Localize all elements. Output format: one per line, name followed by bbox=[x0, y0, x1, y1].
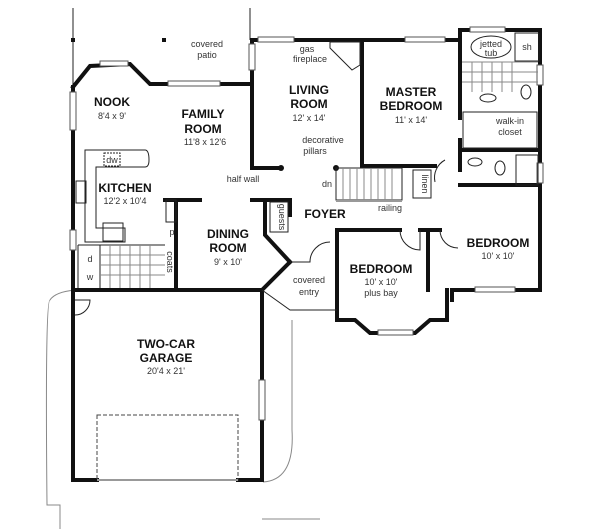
decorative-label: decorative bbox=[302, 135, 344, 145]
pillar-icon bbox=[278, 165, 284, 171]
family-name: FAMILY bbox=[182, 107, 225, 121]
down-label: dn bbox=[322, 179, 332, 189]
garage-door-outline bbox=[96, 414, 239, 481]
driveway-left-edge bbox=[45, 289, 76, 529]
kitchen-counters: dw p bbox=[75, 149, 177, 243]
jetted-label: jetted bbox=[479, 39, 502, 49]
foyer-name: FOYER bbox=[304, 207, 346, 221]
master-name-2: BEDROOM bbox=[380, 99, 443, 113]
guest-closet[interactable] bbox=[269, 201, 289, 233]
nook-name: NOOK bbox=[94, 95, 130, 109]
dryer-label: d bbox=[87, 254, 92, 264]
fireplace-icon bbox=[329, 41, 361, 71]
kitchen-dim: 12'2 x 10'4 bbox=[104, 196, 147, 206]
pantry-label: p bbox=[169, 227, 174, 237]
family-dim: 11'8 x 12'6 bbox=[184, 137, 226, 147]
gas-label: gas bbox=[300, 44, 315, 54]
garage-name: TWO-CAR bbox=[137, 337, 195, 351]
room-dining: DINING ROOM 9' x 10' bbox=[207, 227, 249, 267]
guests-label: guests bbox=[277, 204, 287, 231]
covered-entry: covered entry bbox=[293, 275, 325, 297]
railing-label: railing bbox=[378, 203, 402, 213]
room-kitchen: KITCHEN 12'2 x 10'4 bbox=[98, 181, 151, 206]
nook-dim: 8'4 x 9' bbox=[98, 111, 126, 121]
entry-label-2: entry bbox=[299, 287, 320, 297]
sink-icon bbox=[75, 180, 87, 204]
pillars-label: pillars bbox=[303, 146, 327, 156]
shower-label: sh bbox=[522, 42, 532, 52]
dining-name: DINING bbox=[207, 227, 249, 241]
kitchen-name: KITCHEN bbox=[98, 181, 151, 195]
room-master: MASTER BEDROOM 11' x 14' bbox=[380, 85, 443, 125]
patio-label: covered bbox=[191, 39, 223, 49]
room-living: LIVING ROOM 12' x 14' bbox=[289, 83, 329, 123]
patio-label-2: patio bbox=[197, 50, 217, 60]
laundry-area: d w coats bbox=[77, 244, 175, 288]
garage-dim: 20'4 x 21' bbox=[147, 366, 185, 376]
coats-label: coats bbox=[165, 251, 175, 273]
room-bedroom-2: BEDROOM 10' x 10' bbox=[467, 236, 530, 261]
washer-label: w bbox=[86, 272, 94, 282]
closet-label: closet bbox=[498, 127, 522, 137]
bedroom2-name: BEDROOM bbox=[467, 236, 530, 250]
master-dim: 11' x 14' bbox=[395, 115, 428, 125]
covered-entry-outline bbox=[261, 289, 337, 311]
covered-patio: covered patio bbox=[71, 8, 251, 85]
walkway-edge bbox=[262, 320, 293, 483]
entry-label: covered bbox=[293, 275, 325, 285]
room-nook: NOOK 8'4 x 9' bbox=[94, 95, 130, 121]
half-wall-label: half wall bbox=[227, 174, 260, 184]
bedroom1-name: BEDROOM bbox=[350, 262, 413, 276]
bedroom2-dim: 10' x 10' bbox=[482, 251, 515, 261]
garage-name-2: GARAGE bbox=[140, 351, 193, 365]
dining-dim: 9' x 10' bbox=[214, 257, 242, 267]
linen-label: linen bbox=[420, 174, 430, 193]
windows bbox=[69, 26, 544, 421]
linen-closet[interactable] bbox=[412, 169, 432, 199]
range-icon bbox=[102, 222, 124, 242]
living-dim: 12' x 14' bbox=[293, 113, 326, 123]
master-name: MASTER bbox=[386, 85, 437, 99]
living-name-2: ROOM bbox=[290, 97, 327, 111]
room-garage: TWO-CAR GARAGE 20'4 x 21' bbox=[137, 337, 195, 376]
dining-name-2: ROOM bbox=[209, 241, 246, 255]
bedroom1-dim: 10' x 10' bbox=[365, 277, 398, 287]
fireplace-label: fireplace bbox=[293, 54, 327, 64]
doors[interactable] bbox=[74, 159, 459, 316]
master-bath: jetted tub sh walk-in closet bbox=[462, 32, 540, 186]
family-name-2: ROOM bbox=[184, 122, 221, 136]
bedroom1-dim-2: plus bay bbox=[364, 288, 398, 298]
staircase[interactable] bbox=[335, 167, 403, 202]
walk-in-label: walk-in bbox=[495, 116, 524, 126]
room-family: FAMILY ROOM 11'8 x 12'6 bbox=[182, 107, 227, 147]
tub-label: tub bbox=[485, 48, 498, 58]
living-name: LIVING bbox=[289, 83, 329, 97]
dishwasher-label: dw bbox=[106, 155, 118, 165]
room-bedroom-1: BEDROOM 10' x 10' plus bay bbox=[350, 262, 413, 298]
